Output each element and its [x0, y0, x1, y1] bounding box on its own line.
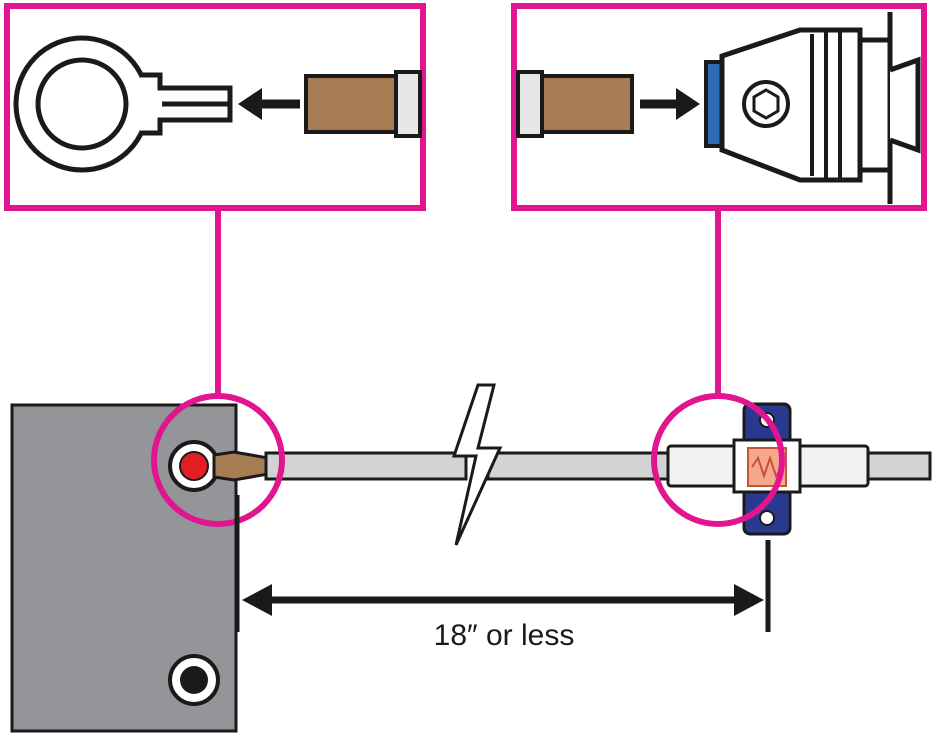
- left-arrow-icon: [238, 88, 300, 120]
- set-screw-icon: [742, 80, 790, 128]
- battery-terminal-callout-circle: [151, 393, 285, 527]
- battery-negative-post: [168, 654, 220, 706]
- dimension-arrow-right: [734, 584, 764, 616]
- stripped-wire-end-right: [516, 70, 634, 138]
- fuse-holder-end-icon: [704, 12, 921, 204]
- battery-icon: [10, 403, 238, 733]
- ring-terminal-detail-callout: [4, 3, 426, 211]
- right-arrow-icon: [640, 88, 700, 120]
- fuse-holder-callout-circle: [651, 393, 785, 527]
- fuse-holder-icon: [666, 402, 870, 536]
- battery-positive-post: [168, 440, 220, 492]
- ring-terminal-icon: [13, 35, 233, 173]
- fuse-holder-detail-callout: [511, 3, 927, 211]
- dimension-arrow-left: [242, 584, 272, 616]
- stripped-wire-end: [304, 70, 422, 138]
- dimension-label: 18″ or less: [434, 619, 575, 652]
- distance-dimension: 18″ or less: [234, 495, 771, 652]
- lightning-break-icon: [451, 383, 503, 546]
